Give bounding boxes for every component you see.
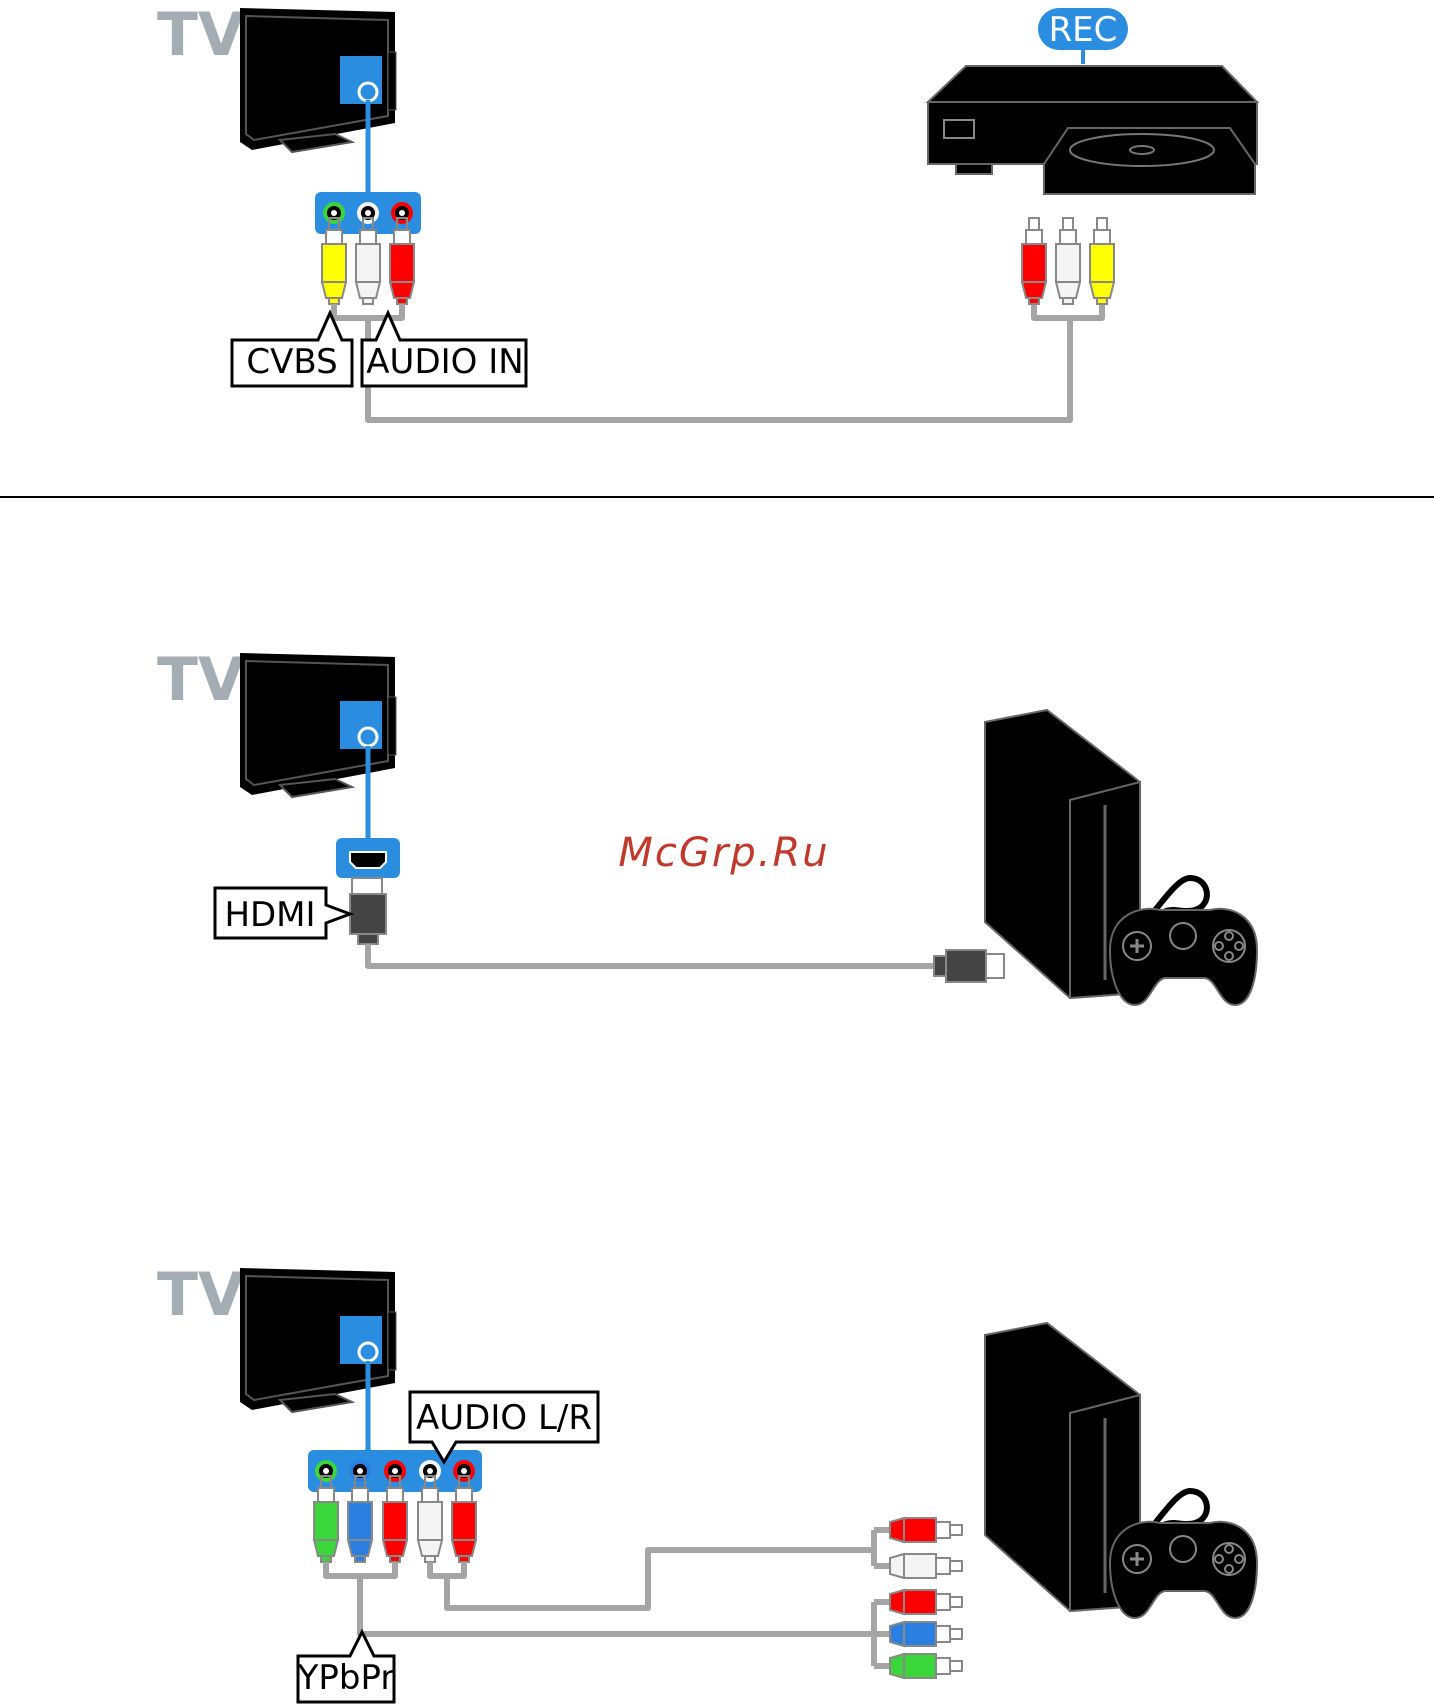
- cvbs-label: CVBS: [246, 342, 337, 382]
- watermark: McGrp.Ru: [618, 830, 829, 876]
- diagram-ypbpr: TV AUDIO L/R YPbPr: [157, 1260, 1257, 1702]
- dvd-recorder-icon: REC: [928, 8, 1257, 194]
- hdmi-plug-icon: [934, 950, 1004, 982]
- hdmi-plug-icon: [350, 878, 386, 944]
- tv-label: TV: [157, 1260, 245, 1330]
- rca-plug-icon: [348, 1476, 372, 1562]
- rca-plug-icon: [322, 218, 346, 304]
- audio-lr-label: AUDIO L/R: [416, 1398, 592, 1438]
- audio-in-label: AUDIO IN: [366, 342, 523, 382]
- rca-plug-icon: [383, 1476, 407, 1562]
- rca-plug-icon: [356, 218, 380, 304]
- rca-plug-icon: [418, 1476, 442, 1562]
- game-console-icon: [985, 1323, 1257, 1618]
- diagram-hdmi: TV HDMI McGrp.Ru: [157, 645, 1257, 1005]
- ypbpr-label: YPbPr: [297, 1658, 395, 1698]
- game-console-icon: [985, 710, 1257, 1005]
- rec-badge: REC: [1049, 10, 1118, 50]
- tv-label: TV: [157, 645, 245, 715]
- rca-plug-icon: [452, 1476, 476, 1562]
- rca-plug-icon: [390, 218, 414, 304]
- tv-icon: [240, 1268, 396, 1412]
- hdmi-label: HDMI: [224, 895, 315, 935]
- rca-plug-icon: [314, 1476, 338, 1562]
- tv-icon: [240, 8, 396, 152]
- tv-label: TV: [157, 0, 245, 70]
- tv-icon: [240, 653, 396, 797]
- diagram-cvbs: TV CVBS AUDIO IN REC: [157, 0, 1257, 420]
